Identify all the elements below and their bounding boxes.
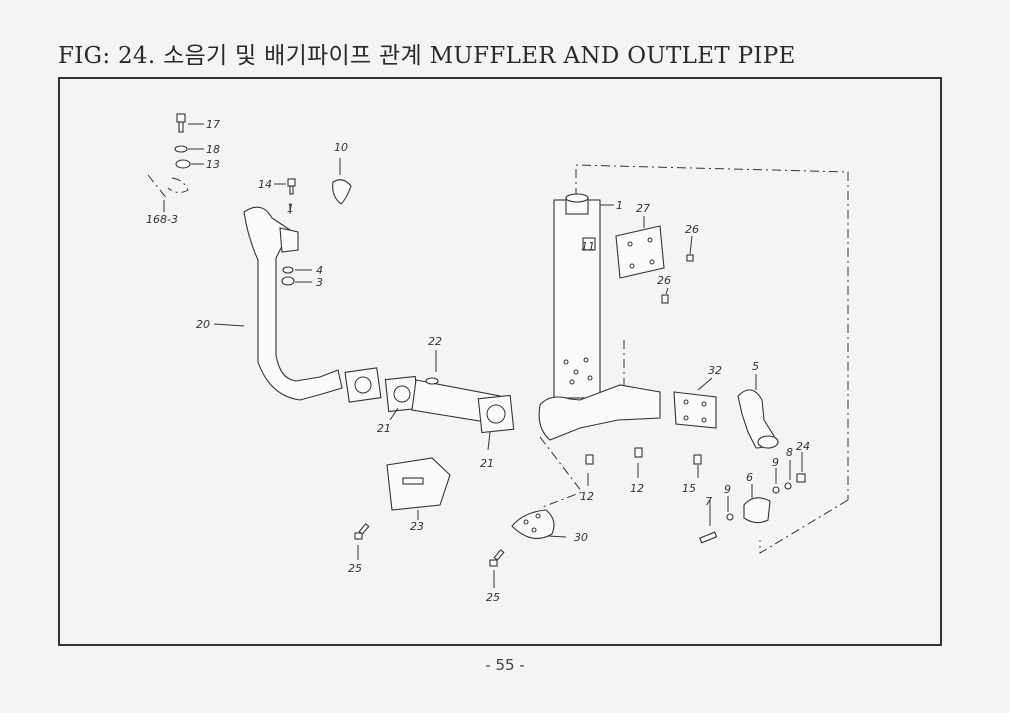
- washer-9-upper: [772, 486, 780, 494]
- callout-4: 4: [316, 264, 323, 277]
- callout-26-upper: 26: [685, 223, 699, 236]
- callout-21-right: 21: [480, 457, 494, 470]
- gasket-21-right: [477, 394, 515, 434]
- callout-11: 11: [581, 240, 595, 253]
- callout-25-right: 25: [486, 591, 500, 604]
- reference-line-lower: [759, 499, 849, 554]
- washer-4: [282, 266, 294, 274]
- callout-7: 7: [705, 495, 712, 508]
- page-number: - 55 -: [485, 656, 525, 674]
- plate-27: [615, 225, 665, 279]
- callout-9-lower: 9: [724, 483, 731, 496]
- callout-12-right: 12: [630, 482, 644, 495]
- callout-30: 30: [574, 531, 588, 544]
- callout-25-left: 25: [348, 562, 362, 575]
- clip-11: [582, 237, 596, 251]
- muffler-stay: [538, 384, 661, 441]
- figure-title: FIG: 24. 소음기 및 배기파이프 관계 MUFFLER AND OUTL…: [58, 43, 796, 69]
- reference-line-left: [147, 174, 169, 201]
- callout-1-right: 1: [616, 199, 623, 212]
- bolt-7: [699, 531, 718, 544]
- washer-18: [174, 145, 188, 153]
- callout-168-3: 168-3: [146, 213, 178, 226]
- callout-32: 32: [708, 364, 722, 377]
- callout-24: 24: [796, 440, 810, 453]
- callout-1-left: 1: [287, 202, 294, 215]
- bolt-17: [176, 113, 186, 133]
- nut-24: [796, 473, 806, 483]
- callout-3: 3: [316, 276, 323, 289]
- callout-21-left: 21: [377, 422, 391, 435]
- nut-3: [281, 276, 295, 286]
- tail-pipe-5: [737, 389, 775, 449]
- callout-12-left: 12: [580, 490, 594, 503]
- callout-8: 8: [786, 446, 793, 459]
- washer-13: [175, 159, 191, 169]
- callout-23: 23: [410, 520, 424, 533]
- bolt-14: [287, 178, 296, 195]
- callout-6: 6: [746, 471, 753, 484]
- bracket-168-3: [167, 177, 189, 194]
- callout-20: 20: [196, 318, 210, 331]
- bolt-12-left: [585, 454, 594, 465]
- reference-line-bracket: [539, 436, 583, 509]
- mount-bracket-1: [279, 227, 299, 253]
- leader-lines: [163, 123, 803, 588]
- bolt-12-right: [634, 447, 643, 458]
- bolt-26-lower: [661, 294, 669, 304]
- callout-14: 14: [258, 178, 272, 191]
- callout-9-upper: 9: [772, 456, 779, 469]
- plate-32: [673, 391, 717, 429]
- callout-15: 15: [682, 482, 696, 495]
- muffler-1: [553, 193, 601, 399]
- clamp-6: [743, 497, 771, 524]
- pipe-flange: [344, 367, 382, 403]
- callout-13: 13: [206, 158, 220, 171]
- bolt-25-left: [354, 523, 370, 540]
- callout-5: 5: [752, 360, 759, 373]
- callout-17: 17: [206, 118, 220, 131]
- callout-10: 10: [334, 141, 348, 154]
- bolt-15: [693, 454, 702, 465]
- washer-9-lower: [726, 513, 734, 521]
- callout-27: 27: [636, 202, 650, 215]
- callout-18: 18: [206, 143, 220, 156]
- washer-8: [784, 482, 792, 490]
- bolt-26-upper: [686, 254, 694, 262]
- clamp-10: [332, 179, 352, 205]
- exhaust-pipe-20: [243, 206, 343, 401]
- callout-22: 22: [428, 335, 442, 348]
- diagram-frame: [58, 77, 942, 646]
- callout-26-lower: 26: [657, 274, 671, 287]
- bolt-25-right: [489, 549, 505, 567]
- heat-shield-30: [511, 509, 555, 540]
